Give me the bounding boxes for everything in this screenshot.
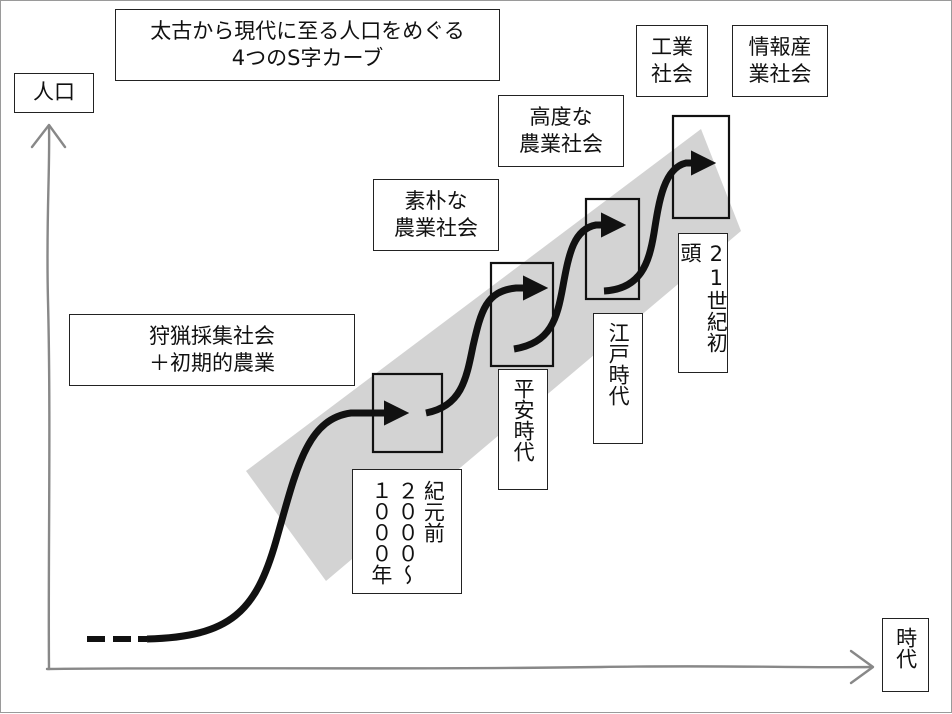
era-bc-col-2: ２０００～	[395, 480, 420, 585]
label-industrial-society: 工業 社会	[636, 25, 708, 97]
era-label-bc: 紀元前 ２０００～ １０００年	[352, 469, 462, 594]
x-axis-arrowhead	[849, 649, 875, 685]
title-line-1: 太古から現代に至る人口をめぐる	[150, 18, 465, 43]
s-curve-2	[425, 275, 549, 417]
transition-box-1	[371, 372, 444, 454]
label-advanced-agriculture: 高度な 農業社会	[498, 95, 624, 167]
y-axis-label: 人口	[14, 73, 94, 113]
x-axis	[45, 665, 873, 671]
x-axis-label: 時代	[882, 618, 929, 692]
s-curve-1	[146, 400, 410, 643]
era-bc-col-1: 紀元前	[421, 480, 446, 543]
era-label-heian: 平安時代	[498, 369, 548, 490]
transition-box-4	[671, 114, 731, 220]
title-line-2: 4つのS字カーブ	[231, 46, 384, 70]
y-axis	[46, 125, 51, 671]
era-label-edo: 江戸時代	[593, 313, 643, 444]
label-hunting-gathering: 狩猟採集社会 ＋初期的農業	[69, 314, 355, 386]
transition-box-3	[584, 197, 641, 301]
label-information-society: 情報産 業社会	[732, 25, 828, 97]
transition-box-2	[489, 261, 555, 368]
y-axis-arrowhead	[30, 123, 67, 149]
growth-trend-band	[246, 129, 741, 581]
era-bc-col-3: １０００年	[368, 480, 393, 585]
label-simple-agriculture: 素朴な 農業社会	[373, 179, 499, 251]
s-curve-3	[513, 212, 627, 353]
diagram-title: 太古から現代に至る人口をめぐる 4つのS字カーブ	[115, 9, 500, 81]
era-label-21st-century: 21世紀初頭	[678, 233, 728, 373]
